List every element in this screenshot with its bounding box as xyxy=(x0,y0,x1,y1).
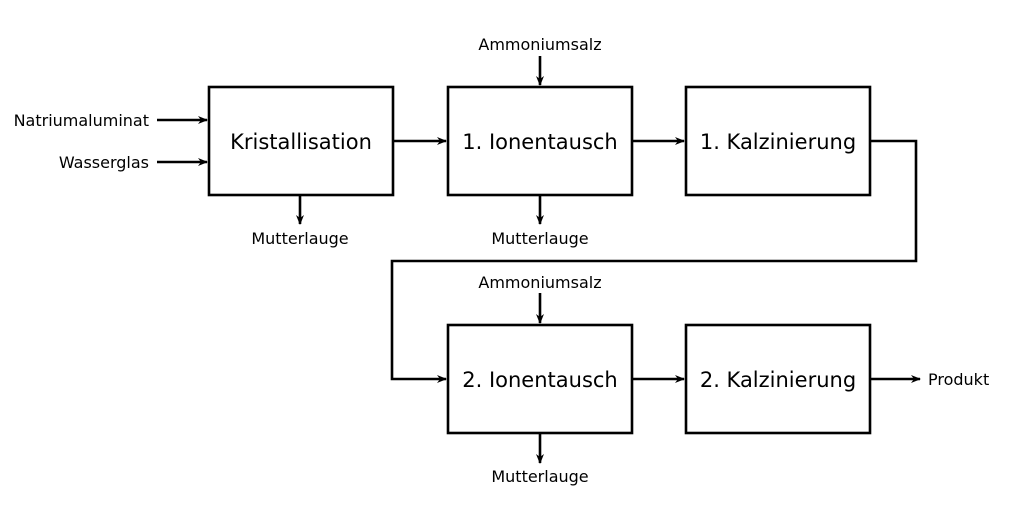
box-ionentausch-1 xyxy=(446,85,634,197)
label-produkt: Produkt xyxy=(928,370,989,389)
label-ammoniumsalz-1: Ammoniumsalz xyxy=(478,35,601,54)
label-ionentausch-2: 2. Ionentausch xyxy=(462,368,618,392)
label-ammoniumsalz-2: Ammoniumsalz xyxy=(478,273,601,292)
label-kalzinierung-1: 1. Kalzinierung xyxy=(700,130,856,154)
label-kalzinierung-2: 2. Kalzinierung xyxy=(700,368,856,392)
label-wasserglas: Wasserglas xyxy=(59,153,149,172)
box-kalzinierung-1 xyxy=(684,85,872,197)
arrow-kalzinierung-1-to-ionentausch-2 xyxy=(390,139,918,383)
box-kristallisation xyxy=(207,85,395,197)
label-mutterlauge-2: Mutterlauge xyxy=(491,229,588,248)
label-kristallisation: Kristallisation xyxy=(230,130,372,154)
label-natriumaluminat: Natriumaluminat xyxy=(14,111,149,130)
box-kalzinierung-2 xyxy=(684,323,872,435)
label-mutterlauge-3: Mutterlauge xyxy=(491,467,588,486)
label-mutterlauge-1: Mutterlauge xyxy=(251,229,348,248)
label-ionentausch-1: 1. Ionentausch xyxy=(462,130,618,154)
